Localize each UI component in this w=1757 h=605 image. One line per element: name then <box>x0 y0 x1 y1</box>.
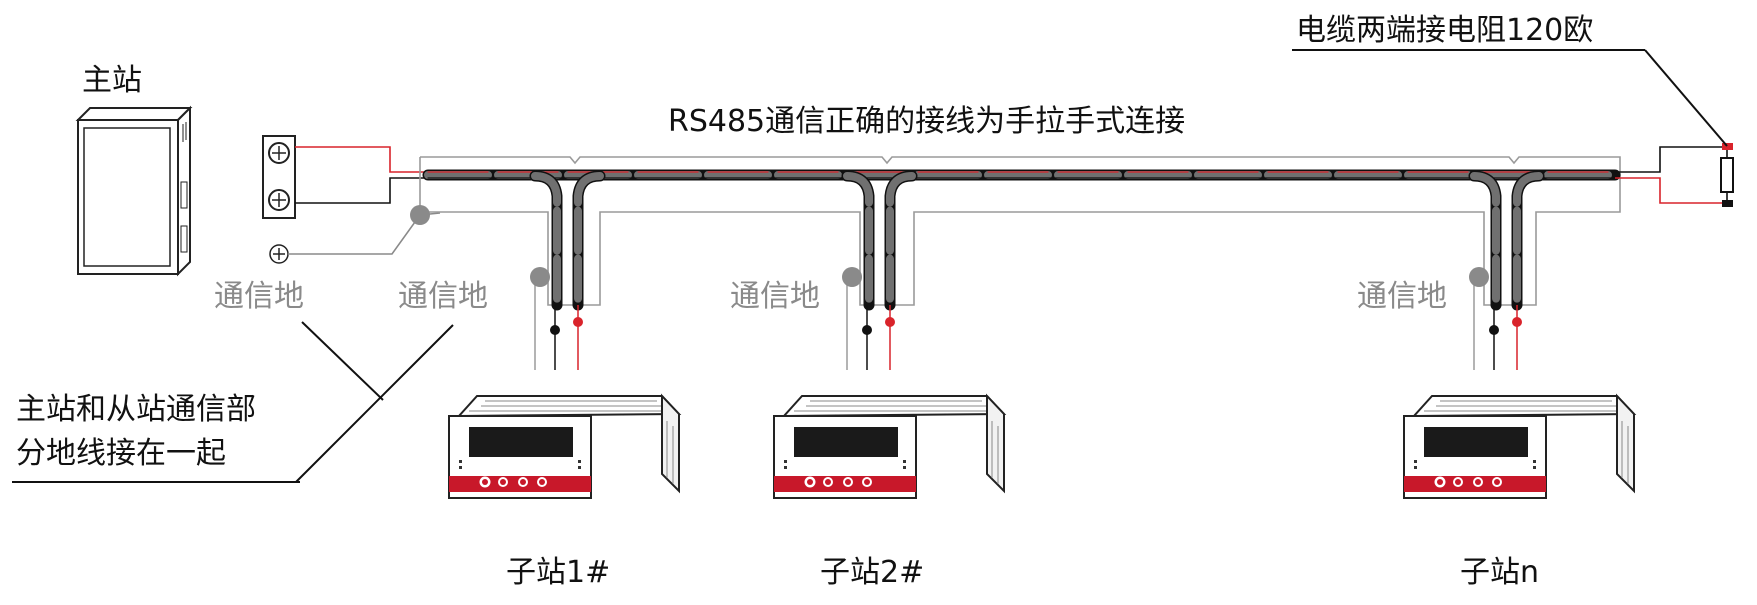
slave-device-n <box>1403 395 1635 499</box>
master-cabinet <box>75 105 193 277</box>
master-ground-dot <box>410 205 430 225</box>
diagram-title: RS485通信正确的接线为手拉手式连接 <box>668 104 1185 139</box>
note-leaders <box>12 321 454 483</box>
terminating-resistor <box>1615 143 1734 207</box>
slave-label-1: 子站1# <box>506 555 610 590</box>
branch-drop-n <box>1468 170 1545 311</box>
slave1-connection <box>530 267 583 370</box>
slave-device-1 <box>448 395 680 499</box>
master-signal-wires <box>288 146 441 255</box>
master-label: 主站 <box>82 63 142 98</box>
slave2-connection <box>842 267 895 370</box>
slave-label-2: 子站2# <box>820 555 924 590</box>
slave-label-n: 子站n <box>1460 555 1539 590</box>
note-line1: 主站和从站通信部 <box>16 392 256 427</box>
branch-drop-1 <box>529 170 606 311</box>
slaven-connection <box>1469 267 1522 370</box>
ground-label-slaven: 通信地 <box>1357 279 1447 314</box>
resistor-note: 电缆两端接电阻120欧 <box>1296 13 1593 48</box>
ground-label-master: 通信地 <box>214 279 304 314</box>
master-terminal-block <box>262 135 296 219</box>
slave-device-2 <box>773 395 1005 499</box>
resistor-leader <box>1292 49 1728 147</box>
ground-label-bus: 通信地 <box>398 279 488 314</box>
ground-label-slave2: 通信地 <box>730 279 820 314</box>
branch-drop-2 <box>841 170 918 311</box>
bus-twisted-pair <box>422 169 1621 181</box>
master-ground-terminal <box>269 244 289 264</box>
cable-sheath <box>419 156 1621 306</box>
note-line2: 分地线接在一起 <box>16 436 226 471</box>
